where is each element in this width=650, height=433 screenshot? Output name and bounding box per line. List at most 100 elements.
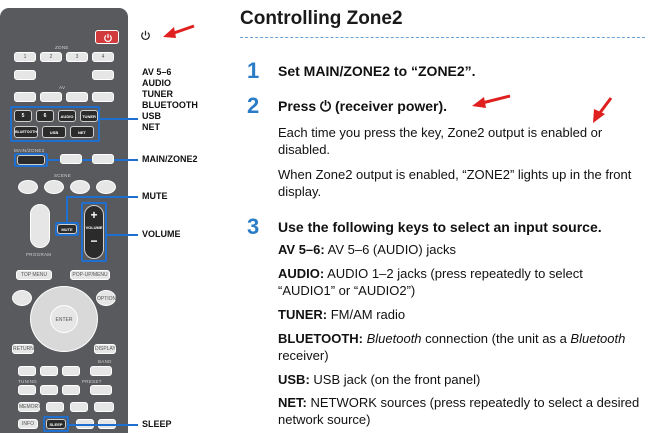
audio-key[interactable]: AUDIO [58,110,76,122]
av6-key[interactable]: 6 [36,110,54,122]
remote-key[interactable] [62,366,80,376]
scene-button[interactable] [18,180,38,194]
band-label: BAND [98,359,112,364]
source-key: USB: [278,372,310,387]
remote-key[interactable] [40,92,62,102]
remote-key[interactable] [40,385,58,395]
source-key: AUDIO: [278,266,325,281]
volume-highlight [81,202,107,262]
source-key: AV 5–6: [278,242,325,257]
remote-key[interactable] [70,402,88,412]
remote-control: ZONE 1 2 3 4 AV 5 6 AUDIO TUNER BLUETOOT… [0,8,128,433]
step-number: 1 [247,58,260,83]
remote-key[interactable] [14,70,36,80]
step-number: 2 [247,93,260,118]
tuning-label: TUNING [18,379,38,384]
scene-button[interactable] [44,180,64,194]
scene-button[interactable] [70,180,90,194]
remote-key[interactable] [18,366,36,376]
source-item: USB: USB jack (on the front panel) [278,371,643,388]
connector-line [128,118,138,120]
source-desc: Bluetooth [570,331,626,346]
power-icon [140,28,151,46]
av4-key[interactable]: 4 [92,52,114,62]
volume-rocker[interactable]: + VOLUME − [84,205,104,259]
source-item: AUDIO: AUDIO 1–2 jacks (press repeatedly… [278,265,643,299]
remote-key[interactable] [62,385,80,395]
popup-menu-key[interactable]: POP-UP/MENU [70,270,110,280]
red-arrow-icon [593,97,613,123]
connector-line [128,159,138,161]
source-key: BLUETOOTH: [278,331,363,346]
remote-key[interactable] [92,70,114,80]
connector-line [66,196,68,222]
label-net: NET [142,122,160,132]
source-item: TUNER: FM/AM radio [278,306,643,323]
remote-key[interactable] [18,385,36,395]
net-key[interactable]: NET [70,126,94,138]
av3-key[interactable]: 3 [66,52,88,62]
source-key: TUNER: [278,307,328,322]
step-heading: Set MAIN/ZONE2 to “ZONE2”. [278,63,476,79]
source-desc: Bluetooth [366,331,422,346]
remote-key[interactable] [14,92,36,102]
step-heading: Press ⏻ (receiver power). [278,98,448,114]
remote-key[interactable] [60,154,82,164]
info-key[interactable]: INFO [18,419,38,429]
remote-key[interactable] [90,366,112,376]
remote-key[interactable] [94,402,114,412]
sleep-key[interactable]: SLEEP [46,419,66,429]
source-item: AV 5–6: AV 5–6 (AUDIO) jacks [278,241,643,258]
page-title: Controlling Zone2 [240,8,403,29]
mute-highlight [55,222,79,236]
source-desc: FM/AM radio [327,307,406,322]
usb-key[interactable]: USB [42,126,66,138]
av1-key[interactable]: 1 [14,52,36,62]
power-icon [104,34,112,42]
remote-key[interactable] [92,92,114,102]
remote-key[interactable] [66,92,88,102]
scene-label: SCENE [54,173,72,178]
volume-down-key[interactable]: − [90,234,98,248]
program-rocker[interactable] [30,204,50,248]
remote-key[interactable] [46,402,64,412]
on-screen-key[interactable] [12,290,32,306]
remote-key[interactable] [90,385,112,395]
bluetooth-key[interactable]: BLUETOOTH [14,126,38,138]
connector-line [107,234,128,236]
top-menu-key[interactable]: TOP MENU [16,270,52,280]
red-arrow-icon [163,24,195,38]
step-paragraph: Each time you press the key, Zone2 outpu… [278,125,603,157]
source-key: NET: [278,395,307,410]
remote-key[interactable] [40,366,58,376]
memory-key[interactable]: MEMORY [18,402,42,412]
source-desc: AUDIO 1–2 jacks (press repeatedly to sel… [278,266,583,298]
remote-key[interactable] [92,154,114,164]
input-keys-highlight [10,106,100,142]
option-key[interactable]: OPTION [96,290,116,306]
preset-label: PRESET [82,379,102,384]
return-key[interactable]: RETURN [12,344,34,354]
receiver-power-button[interactable] [95,30,119,44]
enter-key[interactable]: ENTER [50,305,78,333]
label-bluetooth: BLUETOOTH [142,100,198,110]
connector-line [100,118,128,120]
display-key[interactable]: DISPLAY [94,344,116,354]
main-zone2-remote-label: MAIN/ZONE2 [14,148,45,153]
main-zone2-highlight [14,153,48,167]
av2-key[interactable]: 2 [40,52,62,62]
scene-button[interactable] [96,180,116,194]
source-item: BLUETOOTH: Bluetooth connection (the uni… [278,330,643,364]
main-zone2-switch[interactable] [17,155,45,165]
source-desc: receiver) [278,348,329,363]
volume-up-key[interactable]: + [90,208,98,222]
mute-key[interactable]: MUTE [57,224,77,234]
source-item: NET: NETWORK sources (press repeatedly t… [278,394,643,428]
step-paragraph: When Zone2 output is enabled, “ZONE2” li… [278,167,632,199]
step-heading: Use the following keys to select an inpu… [278,219,602,235]
connector-line [128,424,138,426]
tuner-key[interactable]: TUNER [80,110,98,122]
label-sleep: SLEEP [142,419,172,429]
connector-line [128,196,138,198]
av5-key[interactable]: 5 [14,110,32,122]
